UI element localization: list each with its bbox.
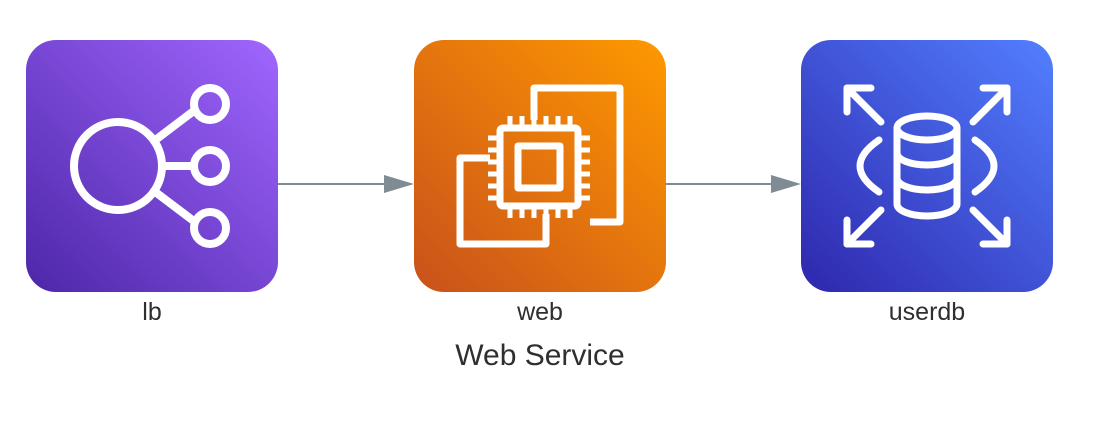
- arrowhead-icon: [384, 175, 414, 193]
- rds-database-icon: [843, 84, 1011, 248]
- ec2-instances-icon: [456, 84, 624, 248]
- node-web[interactable]: [414, 40, 666, 292]
- edge-lb-to-web: [278, 175, 414, 193]
- edge-web-to-userdb: [666, 175, 801, 193]
- node-label-userdb: userdb: [888, 298, 966, 326]
- node-label-web: web: [517, 298, 563, 326]
- arrowhead-icon: [771, 175, 801, 193]
- node-lb[interactable]: [26, 40, 278, 292]
- node-label-lb: lb: [142, 298, 162, 326]
- elastic-load-balancing-icon: [70, 84, 230, 248]
- group-label-web-service: Web Service: [455, 339, 625, 372]
- node-userdb[interactable]: [801, 40, 1053, 292]
